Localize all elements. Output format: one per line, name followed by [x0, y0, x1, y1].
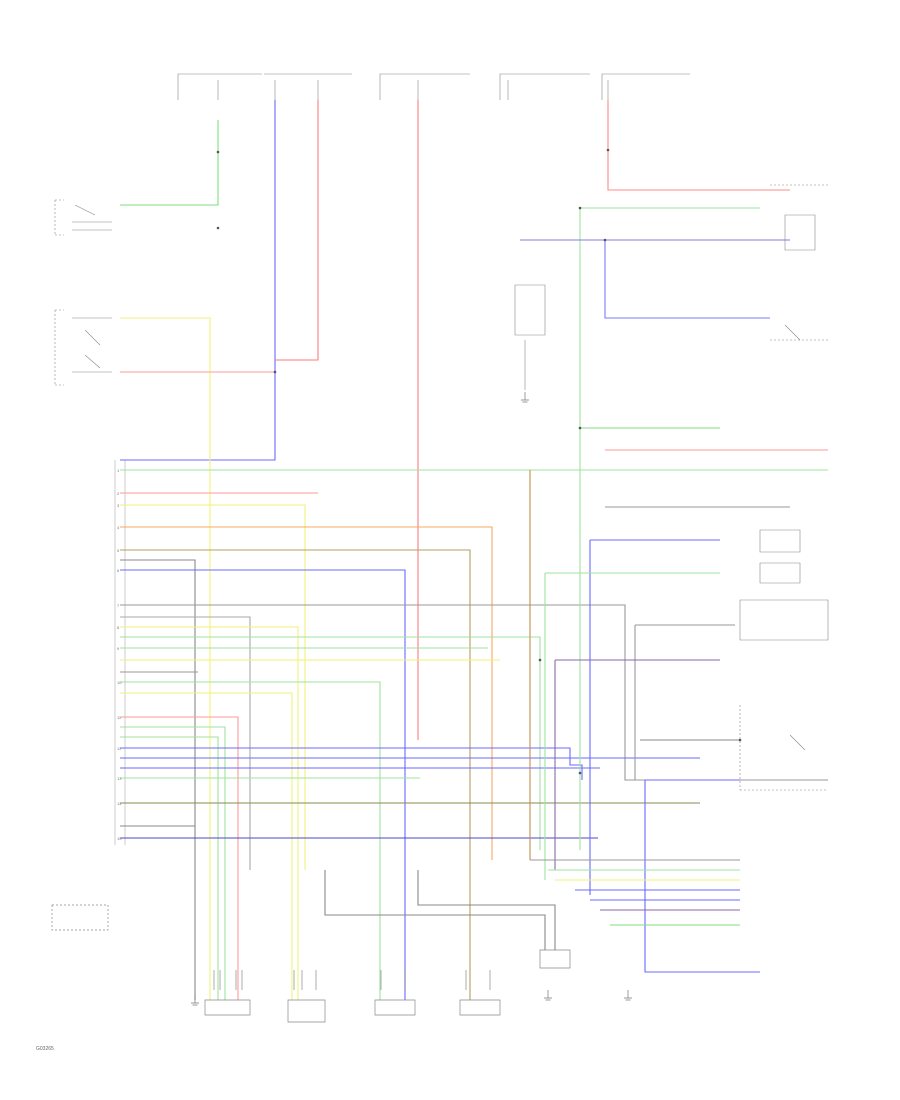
svg-text:15: 15: [117, 836, 122, 841]
wires: [120, 100, 828, 1000]
svg-text:6: 6: [117, 568, 120, 573]
svg-text:4: 4: [117, 525, 120, 530]
wire-green-row4: [120, 681, 381, 1000]
svg-text:2: 2: [117, 491, 120, 496]
svg-text:11: 11: [117, 715, 122, 720]
wire-yellow-row4: [120, 692, 293, 1000]
wire-blue-row: [120, 569, 406, 1000]
left-switch-boxes: [54, 199, 112, 386]
top-power-headers: [177, 73, 690, 100]
wire-green-topleft: [120, 120, 219, 206]
wire-red-right: [607, 100, 790, 191]
wire-green-row2: [120, 636, 541, 850]
svg-text:10: 10: [117, 680, 122, 685]
wire-gray-bottom2: [417, 870, 556, 950]
wire-red-row2: [120, 716, 239, 1000]
inline-connector-marks: [213, 970, 491, 990]
svg-text:12: 12: [117, 746, 122, 751]
diagram-id-tag: G03265: [36, 1046, 54, 1052]
wire-green-row6: [120, 736, 219, 1000]
svg-text:1: 1: [117, 468, 120, 473]
right-components: [514, 184, 829, 791]
wire-blue-right2: [589, 539, 720, 895]
wire-blue-row2: [120, 747, 583, 780]
svg-text:8: 8: [117, 625, 120, 630]
svg-text:7: 7: [117, 603, 120, 608]
wire-blue-right1: [604, 240, 770, 319]
svg-text:3: 3: [117, 503, 120, 508]
ecu-connector-strip: [114, 460, 126, 845]
svg-text:5: 5: [117, 548, 120, 553]
wire-gray-right2: [634, 624, 735, 780]
wire-yellow-row2: [120, 626, 299, 1000]
wire-olive-row: [120, 549, 471, 1000]
pin-numbers: 1 2 3 4 5 6 7 8 9 10 11 12 13 14 15: [117, 468, 122, 841]
wire-gray-row3: [120, 616, 251, 870]
wire-blue-main: [120, 100, 276, 461]
ground-symbols: [191, 392, 632, 1006]
splice-points: [216, 148, 742, 775]
svg-text:14: 14: [117, 801, 122, 806]
svg-text:13: 13: [117, 776, 122, 781]
wire-green-row5: [120, 726, 226, 1000]
wire-purple-right2: [554, 659, 720, 870]
svg-text:9: 9: [117, 646, 120, 651]
wire-gray-bottom: [324, 870, 546, 950]
wire-gray-row: [120, 559, 196, 1000]
wire-green-right3: [544, 572, 720, 880]
wire-orange-row: [120, 526, 493, 860]
wire-yellow-switch: [120, 317, 211, 1000]
wire-green-right1: [579, 207, 760, 850]
wire-blue-right3: [644, 779, 760, 973]
wire-red-upper: [275, 100, 319, 361]
bottom-sensors: [51, 904, 571, 1023]
